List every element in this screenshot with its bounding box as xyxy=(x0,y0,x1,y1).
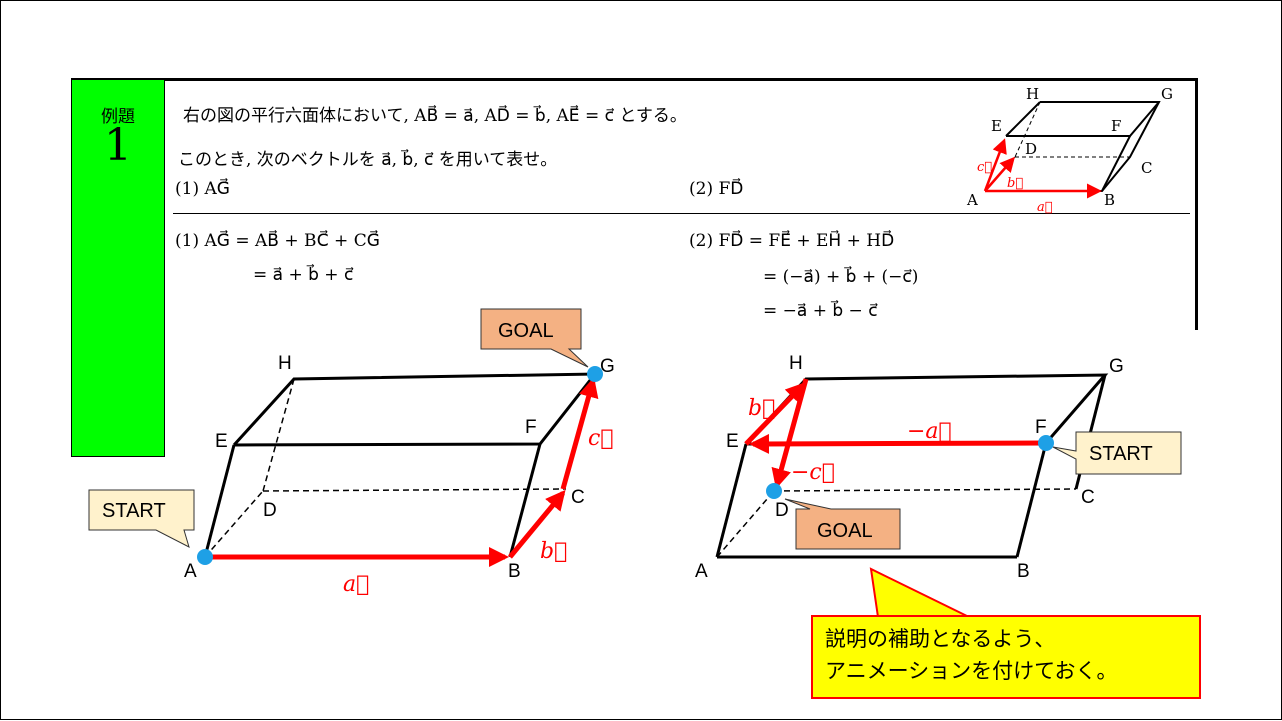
start-callout-2: START xyxy=(1052,431,1182,475)
small-label-C: C xyxy=(1141,159,1152,177)
goal-point-G xyxy=(587,366,603,382)
fig1-label-H: H xyxy=(278,353,292,374)
fig1-label-F: F xyxy=(525,417,537,438)
small-label-A: A xyxy=(966,191,978,209)
svg-text:START: START xyxy=(1089,443,1153,465)
small-label-D: D xyxy=(1025,140,1037,158)
fig2-vector-b: b⃗ xyxy=(748,396,775,421)
note-line-1: 説明の補助となるよう、 xyxy=(825,627,1056,651)
solution-2-line-1: (2) FD⃗ = FE⃗ + EH⃗ + HD⃗ xyxy=(689,231,895,251)
small-label-F: F xyxy=(1111,117,1121,135)
fig2-label-E: E xyxy=(726,431,739,452)
fig2-label-H: H xyxy=(789,353,803,374)
small-label-H: H xyxy=(1026,85,1039,103)
fig2-vector-minus-a: −a⃗ xyxy=(907,419,952,444)
solution-2-line-2: = (−a⃗) + b⃗ + (−c⃗) xyxy=(763,267,919,287)
svg-text:GOAL: GOAL xyxy=(817,520,873,542)
start-callout-1: START xyxy=(88,489,195,548)
goal-callout-2: GOAL xyxy=(784,498,901,550)
fig2-label-G: G xyxy=(1109,356,1124,377)
fig1-label-A: A xyxy=(184,561,197,582)
solution-1-line-1: (1) AG⃗ = AB⃗ + BC⃗ + CG⃗ xyxy=(175,231,380,251)
section-divider xyxy=(173,213,1190,214)
fig2-vector-minus-c: −c⃗ xyxy=(791,460,835,485)
fig1-label-C: C xyxy=(571,487,585,508)
fig1-label-E: E xyxy=(215,431,228,452)
start-point-F xyxy=(1038,435,1054,451)
solution-1-line-2: = a⃗ + b⃗ + c⃗ xyxy=(253,265,354,285)
note-pointer xyxy=(869,567,970,618)
fig1-label-D: D xyxy=(263,500,277,521)
fig2-label-A: A xyxy=(695,561,708,582)
animation-note: 説明の補助となるよう、 アニメーションを付けておく。 xyxy=(811,615,1201,699)
solution-2-line-3: = −a⃗ + b⃗ − c⃗ xyxy=(763,301,878,321)
fig1-vector-c: c⃗ xyxy=(588,426,614,451)
small-label-E: E xyxy=(991,117,1002,135)
example-label: 例題 xyxy=(101,107,135,127)
small-vector-b: b⃗ xyxy=(1007,176,1023,191)
small-vector-c: c⃗ xyxy=(977,160,992,175)
example-number: 1 xyxy=(104,120,132,171)
goal-point-D xyxy=(766,483,782,499)
fig1-vector-b: b⃗ xyxy=(540,539,567,564)
small-label-B: B xyxy=(1104,191,1115,209)
problem-line-1: 右の図の平行六面体において, AB⃗ = a⃗, AD⃗ = b⃗, AE⃗ =… xyxy=(183,106,687,126)
example-tab: 例題 1 xyxy=(71,79,165,457)
problem-line-2: このとき, 次のベクトルを a⃗, b⃗, c⃗ を用いて表せ。 xyxy=(178,150,558,170)
header-rule xyxy=(71,78,1198,81)
question-2: (2) FD⃗ xyxy=(689,179,744,199)
box-right-rule xyxy=(1195,78,1198,330)
svg-text:START: START xyxy=(102,500,166,522)
fig2-label-D: D xyxy=(775,500,789,521)
fig1-label-B: B xyxy=(508,561,521,582)
small-parallelepiped: H G E F D C A B c⃗ b⃗ a⃗ xyxy=(966,85,1173,215)
figure-2: A B C D E F G H −a⃗ b⃗ −c⃗ START GOAL xyxy=(695,353,1182,582)
svg-text:GOAL: GOAL xyxy=(498,320,554,342)
small-vector-a: a⃗ xyxy=(1037,200,1053,215)
small-label-G: G xyxy=(1161,85,1173,103)
fig1-vector-a: a⃗ xyxy=(343,572,369,597)
fig2-label-C: C xyxy=(1081,487,1095,508)
goal-callout-1: GOAL xyxy=(480,308,589,368)
fig2-label-F: F xyxy=(1035,417,1047,438)
fig2-label-B: B xyxy=(1017,561,1030,582)
figure-1: A B C D E F G H a⃗ b⃗ c⃗ START GOAL xyxy=(88,308,615,597)
question-1: (1) AG⃗ xyxy=(175,179,230,199)
start-point-A xyxy=(197,549,213,565)
note-line-2: アニメーションを付けておく。 xyxy=(825,659,1118,683)
fig1-label-G: G xyxy=(600,356,615,377)
